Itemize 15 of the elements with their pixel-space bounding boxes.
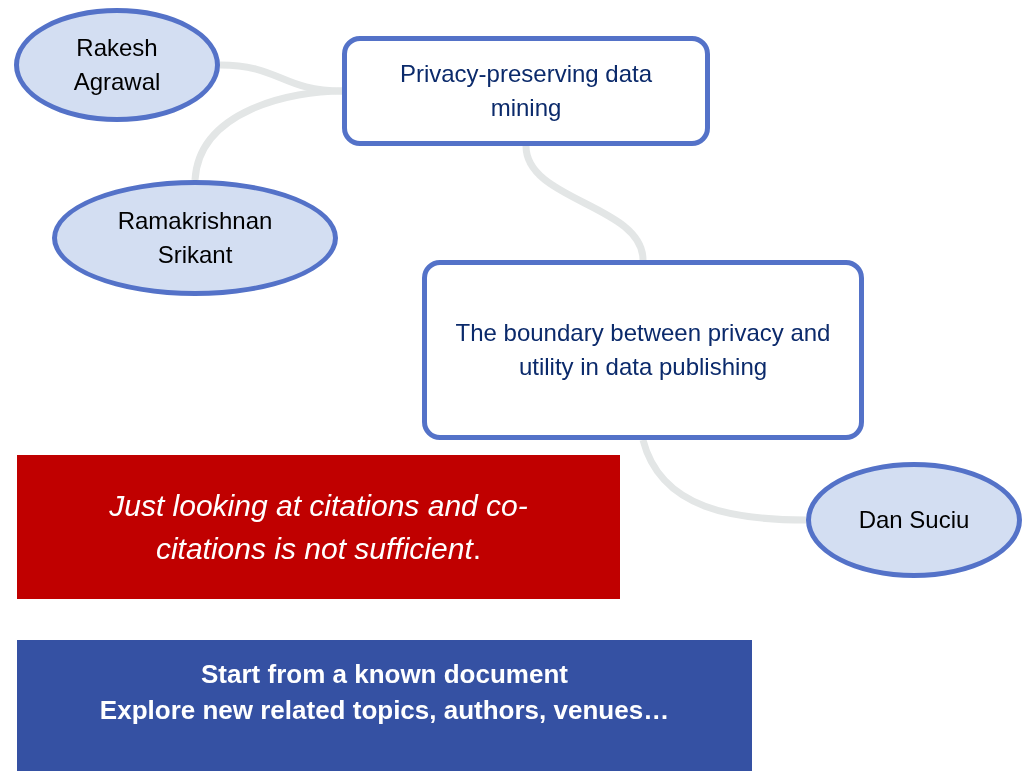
note-banner bbox=[17, 455, 620, 599]
connector-line bbox=[522, 145, 647, 261]
node-text: Privacy-preserving data mining bbox=[398, 59, 654, 123]
connector-line bbox=[639, 438, 807, 524]
node-text: Dan Suciu bbox=[858, 505, 970, 536]
paper-box bbox=[422, 260, 864, 440]
connector-line bbox=[191, 87, 343, 181]
node-text: Explore new related topics, authors, venues… bbox=[99, 694, 670, 728]
summary-banner bbox=[17, 640, 752, 771]
paper-box bbox=[342, 36, 710, 146]
node-text: The boundary between privacy and utility in data publishing bbox=[454, 318, 832, 382]
node-text: Just looking at citations and co-citations is not sufficient. bbox=[108, 487, 529, 567]
node-text: Ramakrishnan Srikant bbox=[116, 206, 274, 270]
node-text: Rakesh Agrawal bbox=[72, 33, 162, 97]
node-text: Start from a known document bbox=[201, 658, 568, 691]
